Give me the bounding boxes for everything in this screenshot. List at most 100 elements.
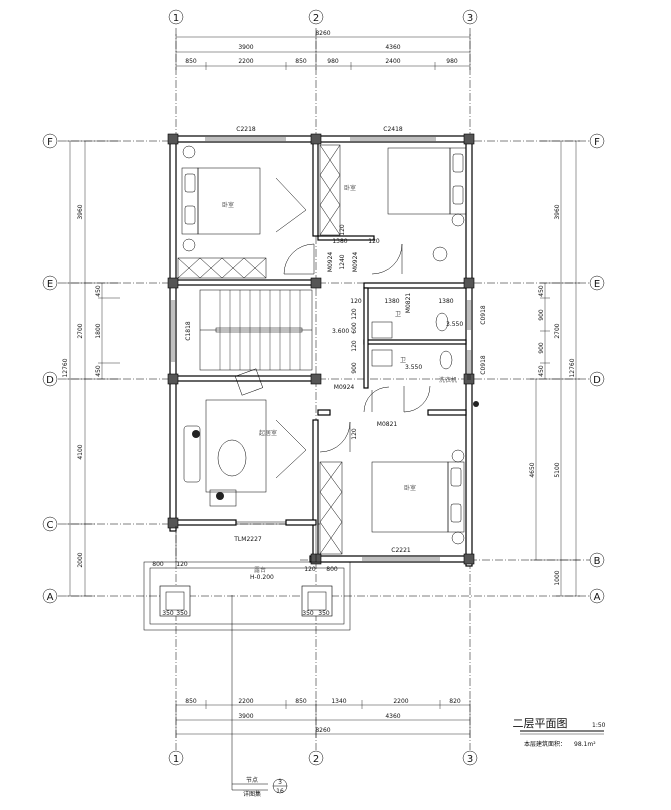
top-dimensions: 8260 3900 4360 850 2200 850 980 2400 980 [175, 30, 471, 70]
svg-text:3960: 3960 [554, 204, 561, 219]
bed-bedroom-3 [371, 449, 465, 545]
svg-text:2000: 2000 [77, 552, 84, 567]
svg-text:350: 350 [176, 610, 188, 617]
balcony: 露台 H-0.200 800 120 120 800 350 350 350 3… [143, 526, 351, 631]
living-furniture [183, 368, 267, 507]
svg-text:C2218: C2218 [236, 126, 256, 133]
drawing-title: 二层平面图 1:50 本层建筑面积： 98.1m² [513, 717, 606, 748]
svg-text:12760: 12760 [569, 358, 576, 377]
svg-text:F: F [594, 137, 600, 148]
axis-bubble-col-3-bottom: 3 [462, 750, 478, 766]
svg-text:A: A [47, 592, 54, 603]
axis-bubble-row-e-right: E [589, 275, 605, 291]
svg-text:980: 980 [446, 58, 458, 65]
svg-text:120: 120 [339, 224, 346, 236]
svg-text:2200: 2200 [238, 58, 253, 65]
svg-text:C2221: C2221 [391, 547, 411, 554]
interior-dimensions: 1380 120 1380 120 1380 1240 120 600 120 … [332, 224, 453, 440]
window-c0918a [467, 300, 471, 330]
bed-bedroom-2 [387, 147, 467, 262]
svg-text:850: 850 [185, 698, 197, 705]
svg-text:450: 450 [538, 285, 545, 297]
svg-text:2: 2 [313, 754, 319, 765]
svg-text:1380: 1380 [332, 238, 347, 245]
window-c2218 [205, 137, 286, 141]
svg-text:起居室: 起居室 [259, 429, 277, 437]
window-tlm2227 [236, 521, 286, 525]
svg-text:4100: 4100 [77, 444, 84, 459]
svg-text:3: 3 [278, 779, 282, 786]
svg-text:2700: 2700 [554, 323, 561, 338]
svg-text:600: 600 [351, 322, 358, 334]
svg-text:2200: 2200 [238, 698, 253, 705]
svg-text:卧室: 卧室 [404, 484, 416, 492]
svg-text:16: 16 [276, 788, 284, 795]
svg-text:D: D [593, 375, 601, 386]
bottom-dimensions: 850 2200 850 1340 2200 820 3900 4360 826… [175, 698, 471, 738]
svg-text:2200: 2200 [393, 698, 408, 705]
windows: C2218 C2418 C1818 C0918 C0918 C2221 TLM2… [171, 126, 487, 561]
svg-text:卧室: 卧室 [344, 184, 356, 192]
svg-text:1380: 1380 [438, 298, 453, 305]
room-labels: 卧室 卧室 卧室 起居室 卫 卫 洗衣机 3.550 3.550 [222, 184, 463, 492]
area-label: 本层建筑面积： [524, 740, 566, 748]
doors: M0924 M0924 M0821 M0821 M0924 [283, 243, 431, 453]
svg-text:3.550: 3.550 [446, 321, 463, 328]
window-c2221 [362, 557, 440, 561]
svg-text:8260: 8260 [315, 30, 330, 37]
axis-bubbles: 1 2 3 1 2 3 F E D C A F E D B A [42, 9, 605, 766]
svg-text:1: 1 [173, 13, 179, 24]
svg-text:120: 120 [304, 566, 316, 573]
svg-text:E: E [594, 279, 600, 290]
window-c1818 [171, 300, 175, 362]
svg-text:C1818: C1818 [185, 321, 192, 341]
svg-text:4360: 4360 [385, 44, 400, 51]
svg-text:850: 850 [295, 698, 307, 705]
svg-text:洗衣机: 洗衣机 [439, 376, 457, 384]
svg-text:M0924: M0924 [327, 252, 334, 273]
svg-text:详图集: 详图集 [243, 790, 261, 798]
drawing-scale: 1:50 [592, 722, 606, 729]
svg-text:E: E [47, 279, 53, 290]
svg-text:C: C [47, 520, 54, 531]
axis-bubble-col-2-top: 2 [308, 9, 324, 25]
wardrobes [177, 144, 343, 555]
stair: 3.600 [199, 289, 349, 371]
svg-text:850: 850 [185, 58, 197, 65]
svg-text:850: 850 [295, 58, 307, 65]
svg-text:2400: 2400 [385, 58, 400, 65]
detail-reference: 节点 详图集 3 16 [231, 595, 288, 798]
svg-text:820: 820 [449, 698, 461, 705]
svg-text:1000: 1000 [554, 570, 561, 585]
left-dimensions: 12760 3960 2700 4100 2000 450 1800 450 [62, 140, 120, 597]
axis-bubble-row-c-left: C [42, 516, 58, 532]
svg-text:12760: 12760 [62, 358, 69, 377]
svg-text:1340: 1340 [331, 698, 346, 705]
svg-text:A: A [594, 592, 601, 603]
svg-text:800: 800 [152, 561, 164, 568]
axis-bubble-col-1-top: 1 [168, 9, 184, 25]
right-dimensions: 12760 3960 2700 5100 1000 450 900 900 45… [529, 140, 580, 597]
svg-text:C2418: C2418 [383, 126, 403, 133]
svg-text:120: 120 [351, 428, 358, 440]
window-c0918b [467, 350, 471, 380]
svg-text:350: 350 [302, 610, 314, 617]
svg-text:800: 800 [326, 566, 338, 573]
svg-text:1: 1 [173, 754, 179, 765]
drawing-title-text: 二层平面图 [513, 717, 568, 730]
svg-text:M0821: M0821 [377, 421, 398, 428]
svg-text:D: D [46, 375, 54, 386]
axis-bubble-row-a-right: A [589, 588, 605, 604]
svg-text:3.550: 3.550 [405, 364, 422, 371]
svg-text:2: 2 [313, 13, 319, 24]
svg-text:900: 900 [351, 362, 358, 374]
svg-text:4360: 4360 [385, 713, 400, 720]
svg-text:3: 3 [467, 754, 473, 765]
svg-text:露台: 露台 [254, 566, 266, 574]
svg-text:3: 3 [467, 13, 473, 24]
svg-text:C0918: C0918 [480, 305, 487, 325]
svg-text:120: 120 [351, 308, 358, 320]
svg-text:4650: 4650 [529, 462, 536, 477]
svg-text:900: 900 [538, 342, 545, 354]
